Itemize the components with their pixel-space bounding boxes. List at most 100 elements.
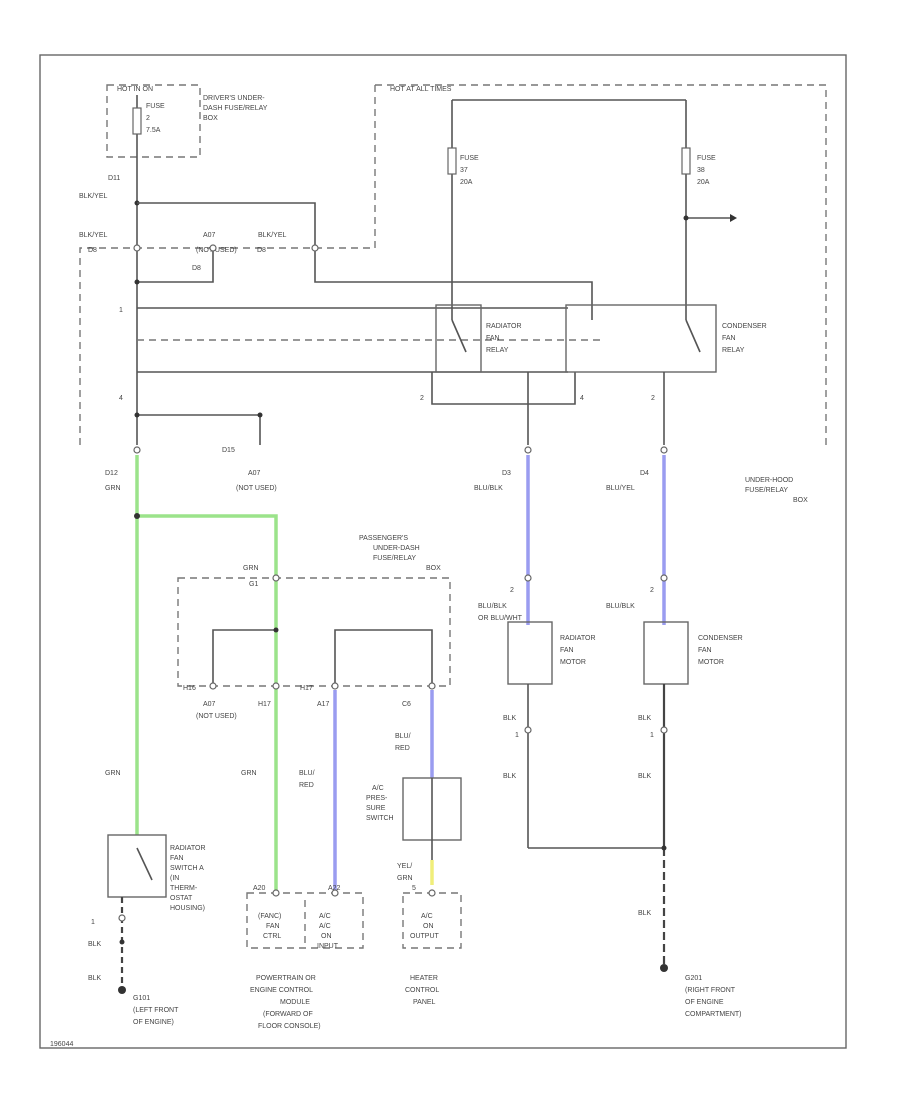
rad-switch-label-6: OSTAT xyxy=(170,895,193,902)
condenser-relay-label-3: RELAY xyxy=(722,347,745,354)
pcm-ac-3: ON xyxy=(321,933,332,940)
g201-desc-2: OF ENGINE xyxy=(685,999,724,1006)
g101-desc-2: OF ENGINE) xyxy=(133,1019,174,1026)
c11-label: D11 xyxy=(108,175,120,182)
blk-label-4: BLK xyxy=(638,773,652,780)
connector-pin xyxy=(660,446,668,454)
a07-label-top: A07 xyxy=(203,232,216,239)
connector-pin xyxy=(331,889,339,897)
hot-in-run-label: HOT IN ON xyxy=(117,86,153,93)
d8-label-b: D8 xyxy=(192,265,201,272)
pin2a-label: 2 xyxy=(420,395,424,402)
underhood-box-top xyxy=(375,84,827,445)
connector-pin xyxy=(660,726,668,734)
a17-label: A17 xyxy=(317,701,330,708)
fuse37-symbol xyxy=(447,147,457,175)
fuse38-label: FUSE xyxy=(697,155,716,162)
red-label: RED xyxy=(395,745,410,752)
connector-pin xyxy=(272,889,280,897)
fuse2-symbol xyxy=(132,107,142,135)
yel-grn-label-2: GRN xyxy=(397,875,413,882)
fuse38-symbol xyxy=(681,147,691,175)
connector-pin xyxy=(311,244,319,252)
pin1-label: 1 xyxy=(119,307,123,314)
pin4b-label: 4 xyxy=(580,395,584,402)
footer-id: 196044 xyxy=(50,1041,73,1048)
d12-label: D12 xyxy=(105,470,118,477)
drivers-box-label-3: BOX xyxy=(203,115,218,122)
underhood-label-1: UNDER-HOOD xyxy=(745,477,793,484)
rad-switch-label-5: THERM- xyxy=(170,885,198,892)
a22-label: A22 xyxy=(328,885,341,892)
h16-label: H16 xyxy=(183,685,196,692)
g101-desc-1: (LEFT FRONT xyxy=(133,1007,179,1014)
radiator-relay-label-3: RELAY xyxy=(486,347,509,354)
blu-blk-label: BLU/BLK xyxy=(474,485,503,492)
h17-label: H17 xyxy=(258,701,271,708)
ac-press-label-4: SWITCH xyxy=(366,815,394,822)
fuse38-amp: 20A xyxy=(697,179,710,186)
rad-switch-label-2: FAN xyxy=(170,855,184,862)
pin2b-label: 2 xyxy=(651,395,655,402)
drivers-fuse-box xyxy=(106,84,201,158)
heater-ac-3: OUTPUT xyxy=(410,933,440,940)
heater-ac-1: A/C xyxy=(421,913,433,920)
rad-switch-label-4: (IN xyxy=(170,875,179,882)
splice-dot xyxy=(134,513,140,519)
connector-pin xyxy=(133,446,141,454)
cond-motor-label-3: MOTOR xyxy=(698,659,724,666)
cond-motor-label-1: CONDENSER xyxy=(698,635,743,642)
condenser-fan-relay xyxy=(565,304,717,373)
h16-wire xyxy=(212,629,276,685)
splice-dot xyxy=(134,279,140,285)
blk-yel-label-2: BLK/YEL xyxy=(79,232,108,239)
g201-label: G201 xyxy=(685,975,702,982)
heater-label-3: PANEL xyxy=(413,999,436,1006)
fan-switch-contact xyxy=(136,847,153,881)
a17-c6-loop xyxy=(334,629,433,685)
pin5-label: 5 xyxy=(412,885,416,892)
connector-pin xyxy=(209,682,217,690)
blk-label-1: BLK xyxy=(503,715,517,722)
drivers-box-label-1: DRIVER'S UNDER- xyxy=(203,95,265,102)
d3-label: D3 xyxy=(502,470,511,477)
pcm-label-4: (FORWARD OF xyxy=(263,1011,313,1018)
d8-branch xyxy=(137,250,214,283)
blk-yel-label-3: BLK/YEL xyxy=(258,232,287,239)
passengers-label-2: UNDER-DASH xyxy=(373,545,420,552)
g201-desc-3: COMPARTMENT) xyxy=(685,1011,742,1018)
pcm-label-5: FLOOR CONSOLE) xyxy=(258,1023,321,1030)
g101-label: G101 xyxy=(133,995,150,1002)
splice-dot xyxy=(119,939,125,945)
blu-red-label: BLU/ xyxy=(395,733,411,740)
d8-label-a: D8 xyxy=(88,247,97,254)
pin2c-label: 2 xyxy=(510,587,514,594)
rad-motor-label-1: RADIATOR xyxy=(560,635,596,642)
outer-frame xyxy=(39,54,847,1049)
or-blu-wht-label: OR BLU/WHT xyxy=(478,615,523,622)
passengers-label-1: PASSENGER'S xyxy=(359,535,408,542)
ground-g101-icon xyxy=(118,986,126,994)
not-used-top: (NOT USED) xyxy=(196,247,237,254)
cond-motor-label-2: FAN xyxy=(698,647,712,654)
fuse37-label: FUSE xyxy=(460,155,479,162)
not-used-3: (NOT USED) xyxy=(196,713,237,720)
pin1c-label: 1 xyxy=(91,919,95,926)
connector-pin xyxy=(272,682,280,690)
pcm-ac-4: INPUT xyxy=(317,943,339,950)
fuse38-number: 38 xyxy=(697,167,705,174)
connector-pin xyxy=(524,726,532,734)
condenser-relay-label-2: FAN xyxy=(722,335,736,342)
connector-pin xyxy=(118,914,126,922)
a07-label-pass: A07 xyxy=(203,701,216,708)
blk-label-6: BLK xyxy=(88,975,102,982)
relay-switch-contact xyxy=(685,319,701,353)
pcm-fanctrl-3: CTRL xyxy=(263,933,281,940)
pcm-ac-1: A/C xyxy=(319,913,331,920)
arrow-icon xyxy=(730,214,737,222)
connector-pin xyxy=(209,244,217,252)
connector-pin xyxy=(272,574,280,582)
blu-yel-label: BLU/YEL xyxy=(606,485,635,492)
pcm-module xyxy=(246,892,364,949)
fuse37-number: 37 xyxy=(460,167,468,174)
